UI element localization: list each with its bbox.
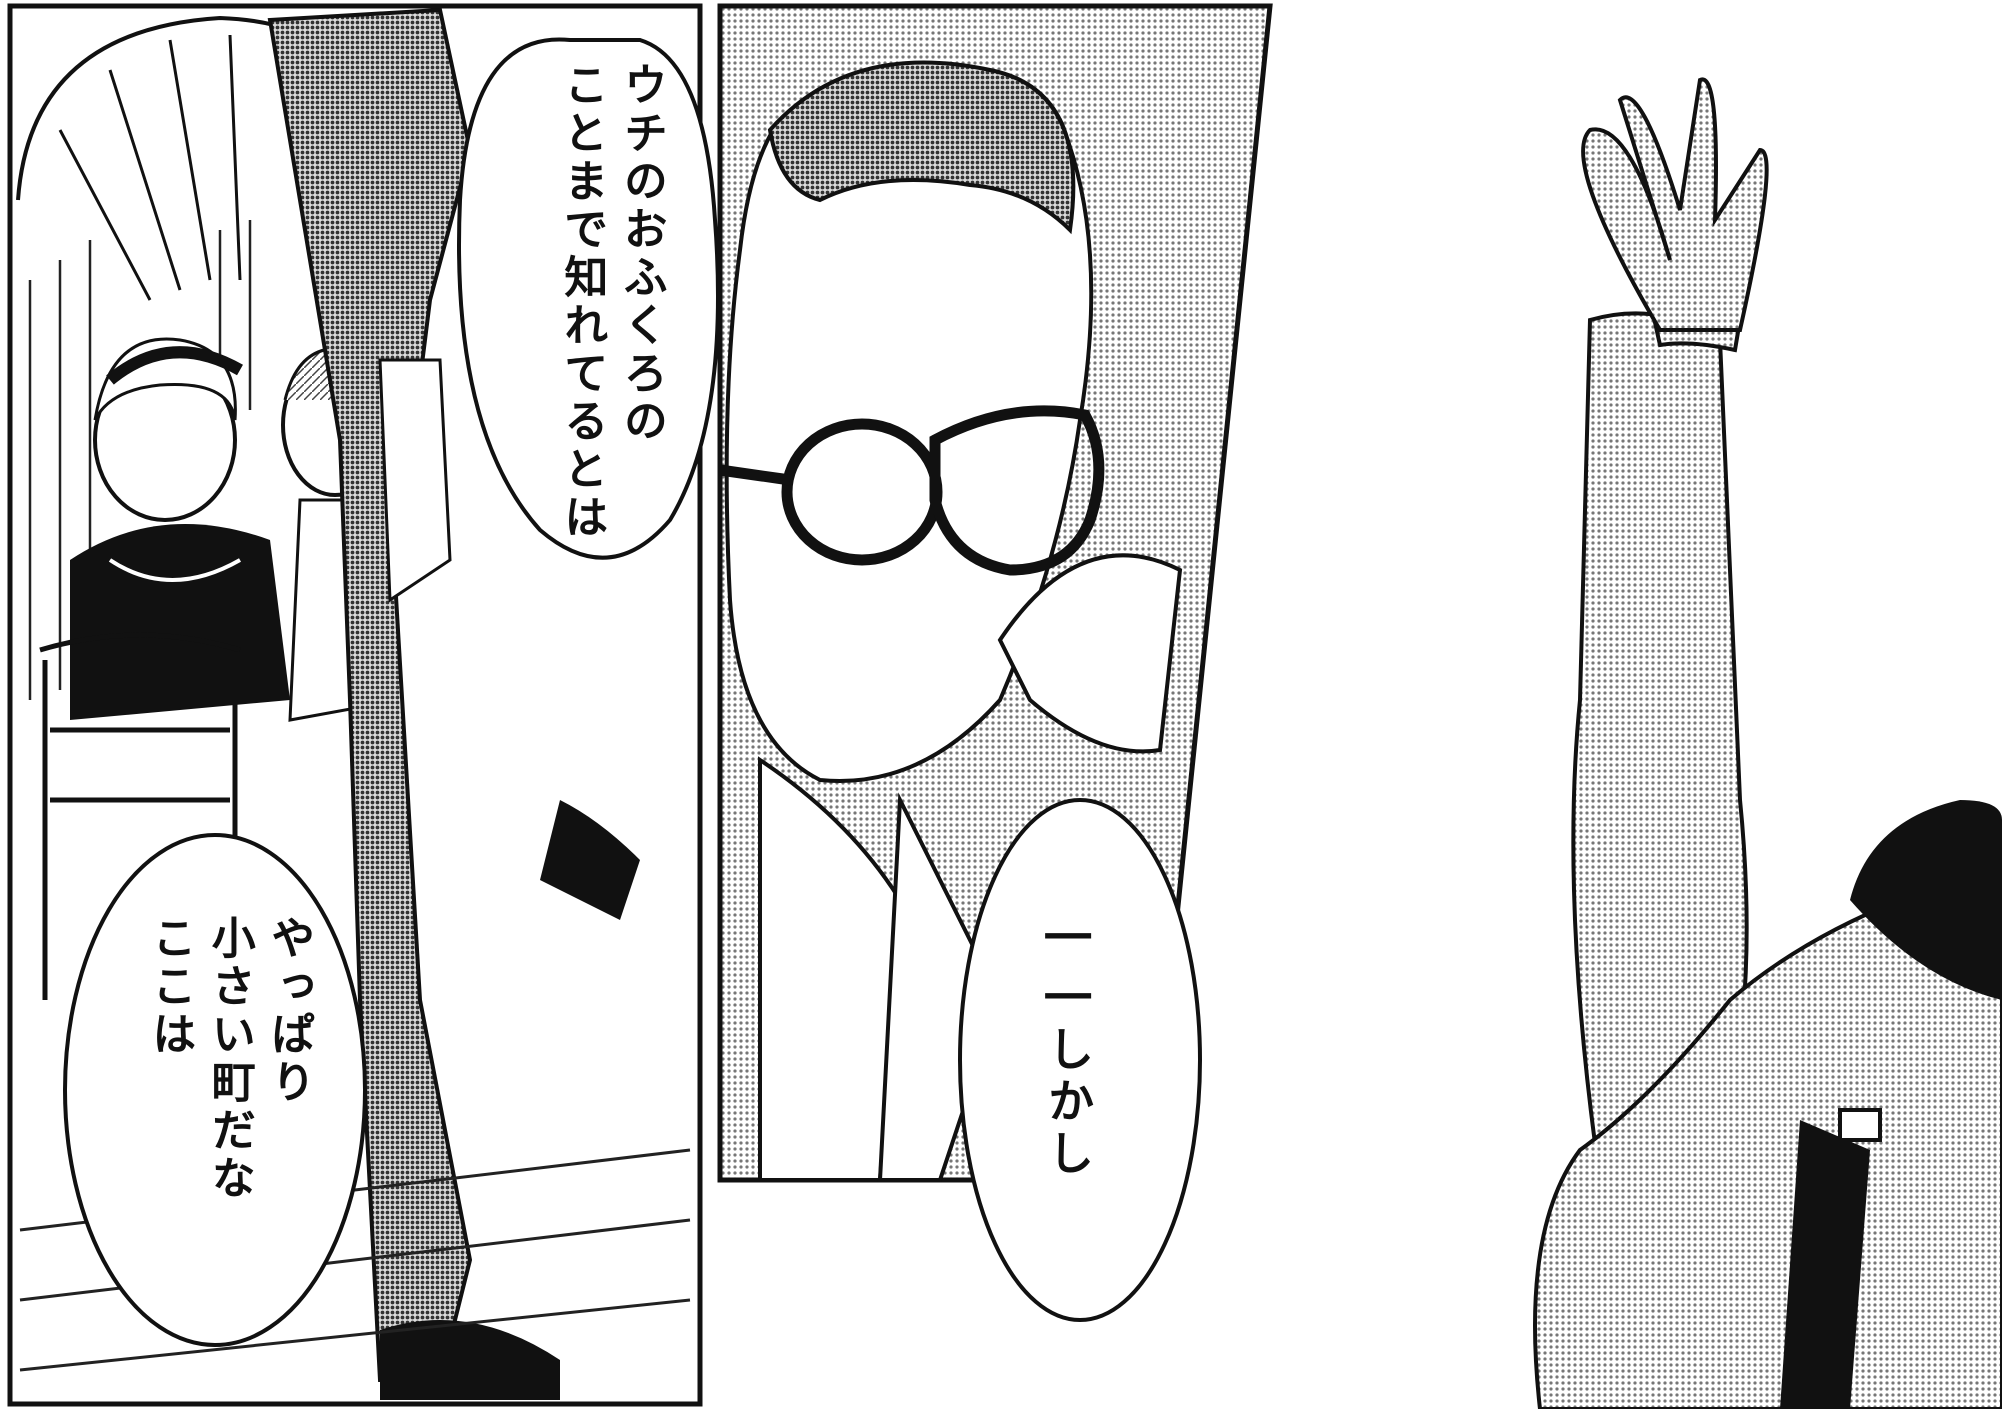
speech-line: やっぱり	[263, 915, 315, 1107]
speech-line: ――しかし	[1041, 905, 1096, 1181]
seated-woman-figure	[70, 337, 290, 720]
panel-restaurant-scene	[7, 3, 720, 1407]
panel-raised-arm	[1533, 77, 2002, 1409]
speech-balloon-1	[457, 37, 720, 560]
man-hair	[767, 60, 1076, 235]
speech-line: ウチのおふくろの	[615, 62, 667, 446]
glasses-icon	[719, 405, 1105, 576]
torso	[1533, 849, 2002, 1409]
speech-balloon-1-text: ウチのおふくろの ことまで知れてるとは	[552, 62, 671, 542]
speech-line: ここは	[144, 915, 196, 1059]
wooden-chair	[39, 632, 241, 1000]
panel-man-drinking	[717, 3, 1273, 1322]
speech-balloon-3	[958, 798, 1202, 1322]
wine-glass-icon	[997, 553, 1183, 754]
speech-line: 小さい町だな	[203, 915, 255, 1203]
dancer-hair	[1850, 800, 2002, 1000]
waiter-figure	[267, 7, 640, 1400]
speech-line: ことまで知れてるとは	[556, 62, 608, 542]
speech-balloon-2	[63, 833, 367, 1347]
speech-balloon-2-text: やっぱり 小さい町だな ここは	[140, 915, 318, 1203]
hand	[1581, 77, 1769, 332]
speech-balloon-3-text: ――しかし	[1037, 905, 1099, 1181]
